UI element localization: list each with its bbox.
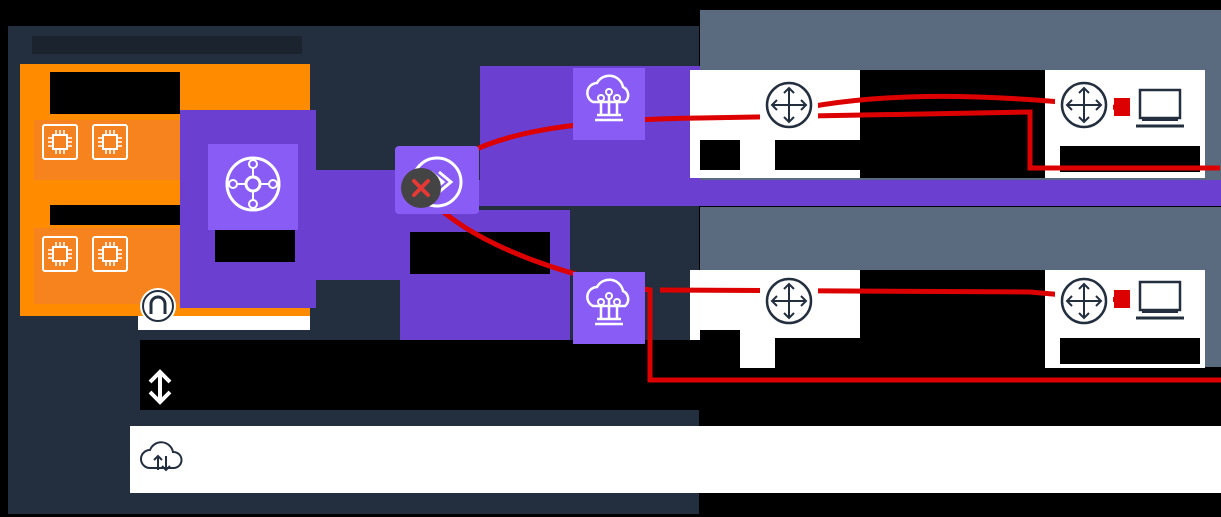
ec2-chip-2 [92, 124, 128, 160]
label-bar-link2 [860, 270, 1045, 368]
router-icon [1060, 81, 1108, 129]
label-bar-tgw [215, 230, 295, 262]
client-top-node[interactable] [1132, 84, 1188, 136]
vpc-label-bar [32, 36, 302, 54]
chip-icon [48, 130, 72, 154]
router-top-right-node[interactable] [1055, 76, 1113, 134]
failover-end-top [1114, 98, 1130, 116]
client-bottom-node[interactable] [1132, 276, 1188, 328]
hub-router-icon [225, 156, 281, 212]
router-top-left-node[interactable] [760, 76, 818, 134]
laptop-icon [1136, 88, 1184, 128]
failover-end-bottom [1114, 290, 1130, 308]
router-bottom-left-node[interactable] [760, 272, 818, 330]
label-bar-link1 [860, 70, 1045, 178]
ec2-chip-3 [42, 236, 78, 272]
label-bar-r5 [775, 338, 860, 368]
router-icon [765, 277, 813, 325]
customer-gateway-bottom-node[interactable] [573, 272, 645, 344]
vpn-connection-node[interactable] [395, 146, 479, 214]
label-bar-r2 [775, 140, 860, 170]
customer-gateway-top-node[interactable] [573, 68, 645, 140]
onprem-white-box [130, 426, 1221, 493]
label-bar-r1 [700, 140, 740, 170]
on-premises-node[interactable] [138, 438, 186, 476]
subnet-b-label-bar [50, 205, 180, 225]
load-balancer-node[interactable] [140, 288, 176, 324]
arch-icon [142, 290, 174, 322]
label-bar-r6 [1060, 338, 1200, 364]
transit-gateway-node[interactable] [208, 144, 298, 230]
chip-icon [98, 242, 122, 266]
onprem-left-strip [138, 316, 310, 330]
ec2-chip-1 [42, 124, 78, 160]
failover-path-lower [428, 198, 1221, 383]
label-bar-onprem [140, 340, 740, 410]
router-bottom-right-node[interactable] [1055, 272, 1113, 330]
cloud-gateway-icon [586, 74, 630, 122]
x-mark-icon [401, 168, 441, 208]
purple-link-vertical [308, 170, 408, 280]
router-icon [765, 81, 813, 129]
laptop-icon [1136, 280, 1184, 320]
router-icon [1060, 277, 1108, 325]
cloud-upload-download-icon [140, 441, 183, 472]
ec2-chip-4 [92, 236, 128, 272]
chip-icon [98, 130, 122, 154]
arrow-up-down [148, 369, 172, 405]
cloud-gateway-icon [586, 278, 630, 326]
purple-band [420, 180, 1221, 206]
subnet-a-label-bar [50, 72, 180, 114]
chip-icon [48, 242, 72, 266]
